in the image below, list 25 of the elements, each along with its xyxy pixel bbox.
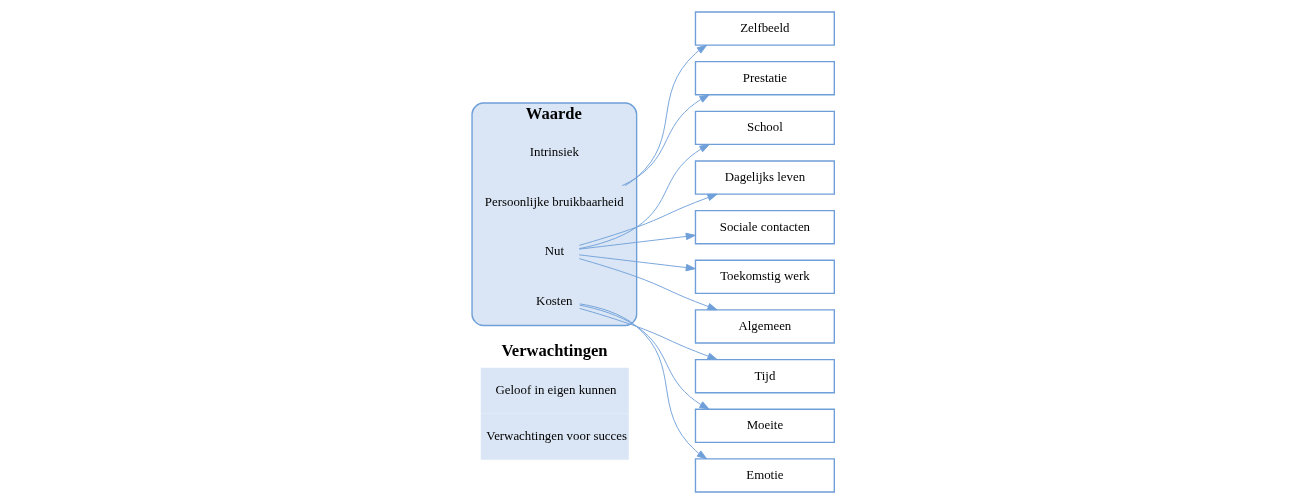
node-box: Emotie	[694, 458, 835, 493]
node-box: Algemeen	[694, 309, 835, 344]
node-box: Dagelijks leven	[694, 160, 835, 195]
arrow	[578, 144, 710, 250]
arrow	[623, 44, 707, 187]
node-box: Toekomstig werk	[694, 259, 835, 295]
node-label: Verwachtingen	[500, 341, 607, 361]
arrow	[621, 94, 710, 187]
node-box: School	[694, 110, 835, 146]
arrow	[578, 258, 717, 311]
node-text: Nut	[544, 244, 564, 259]
arrow	[578, 304, 710, 410]
arrow	[578, 307, 717, 360]
node-text: Intrinsiek	[529, 145, 579, 160]
node-text: Kosten	[535, 294, 573, 309]
node-box: Sociale contacten	[694, 209, 835, 245]
arrow	[578, 254, 696, 272]
node-box: Tijd	[694, 358, 835, 394]
node-box: Prestatie	[694, 60, 835, 96]
node-box: Moeite	[694, 408, 835, 444]
arrow	[578, 303, 707, 460]
node-text: Persoonlijke bruikbaarheid	[484, 194, 624, 209]
node-box: Zelfbeeld	[694, 11, 835, 46]
arrow	[578, 193, 717, 246]
arrow	[578, 232, 696, 250]
